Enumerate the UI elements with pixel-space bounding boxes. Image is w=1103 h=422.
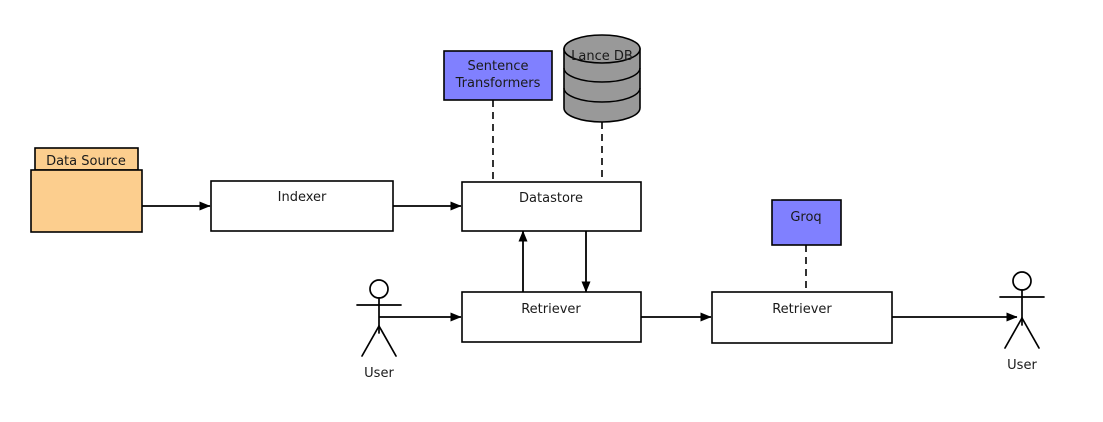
datastore-label: Datastore: [519, 191, 583, 206]
node-user-right[interactable]: User: [999, 271, 1045, 373]
node-retriever-right[interactable]: Retriever: [711, 291, 893, 344]
data-source-label: Data Source: [46, 154, 126, 169]
user-right-leg-b: [1021, 317, 1040, 349]
user-right-leg-a: [1004, 317, 1023, 349]
lance-db-ring-1: [563, 67, 641, 83]
lance-db-ring-2: [563, 87, 641, 103]
data-source-body: [30, 169, 143, 233]
sentence-transformers-label-line2: Transformers: [455, 76, 541, 91]
lance-db-top: [563, 34, 641, 64]
user-left-label: User: [364, 366, 394, 381]
sentence-transformers-label-line1: Sentence: [468, 59, 529, 74]
user-right-label: User: [1007, 358, 1037, 373]
user-right-head-icon: [1012, 271, 1032, 291]
node-lance-db[interactable]: Lance DB: [563, 34, 641, 123]
retriever-left-box: [461, 291, 642, 343]
lance-db-body: [563, 48, 641, 123]
retriever-left-label: Retriever: [521, 302, 581, 317]
node-data-source[interactable]: Data Source: [30, 147, 143, 233]
groq-label: Groq: [790, 210, 821, 225]
user-left-leg-a: [361, 325, 380, 357]
node-indexer[interactable]: Indexer: [210, 180, 394, 232]
node-sentence-transformers[interactable]: Sentence Transformers: [443, 50, 553, 101]
user-left-head-icon: [369, 279, 389, 299]
sentence-transformers-box: [443, 50, 553, 101]
indexer-label: Indexer: [278, 190, 327, 205]
lance-db-label: Lance DB: [571, 49, 633, 64]
node-user-left[interactable]: User: [356, 279, 402, 381]
datastore-box: [461, 181, 642, 232]
retriever-right-box: [711, 291, 893, 344]
retriever-right-label: Retriever: [772, 302, 832, 317]
node-datastore[interactable]: Datastore: [461, 181, 642, 232]
node-retriever-left[interactable]: Retriever: [461, 291, 642, 343]
indexer-box: [210, 180, 394, 232]
user-left-leg-b: [378, 325, 397, 357]
groq-box: [771, 199, 842, 246]
node-groq[interactable]: Groq: [771, 199, 842, 246]
